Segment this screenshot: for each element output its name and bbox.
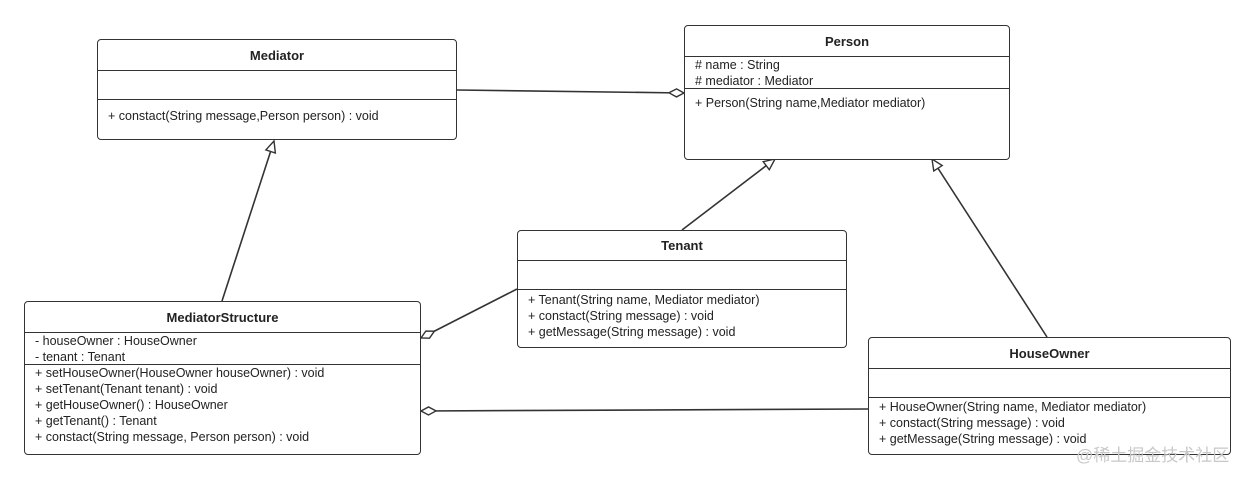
class-mediator[interactable]: Mediator + constact(String message,Perso… <box>97 39 457 140</box>
operation: + constact(String message, Person person… <box>35 430 310 444</box>
operation: + HouseOwner(String name, Mediator media… <box>879 400 1147 414</box>
operations-section: + HouseOwner(String name, Mediator media… <box>869 398 1230 447</box>
attributes-section <box>518 261 846 290</box>
aggregation-tenant-mediatorstructure <box>421 288 518 338</box>
operations-section: + Person(String name,Mediator mediator) <box>685 89 1009 111</box>
attribute: - houseOwner : HouseOwner <box>35 334 197 348</box>
operations-section: + Tenant(String name, Mediator mediator)… <box>518 290 846 340</box>
attributes-section: - houseOwner : HouseOwner - tenant : Ten… <box>25 333 420 365</box>
class-name: Person <box>685 26 1009 57</box>
operation: + constact(String message) : void <box>528 309 714 323</box>
attributes-section <box>98 71 456 100</box>
operation: + setHouseOwner(HouseOwner houseOwner) :… <box>35 366 325 380</box>
generalization-tenant-person <box>681 159 775 231</box>
operation: + constact(String message) : void <box>879 416 1065 430</box>
operation: + getHouseOwner() : HouseOwner <box>35 398 228 412</box>
attribute: - tenant : Tenant <box>35 350 126 364</box>
operation: + Person(String name,Mediator mediator) <box>695 96 926 110</box>
class-house-owner[interactable]: HouseOwner + HouseOwner(String name, Med… <box>868 337 1231 455</box>
class-mediator-structure[interactable]: MediatorStructure - houseOwner : HouseOw… <box>24 301 421 455</box>
operations-section: + setHouseOwner(HouseOwner houseOwner) :… <box>25 365 420 445</box>
operation: + Tenant(String name, Mediator mediator) <box>528 293 760 307</box>
operations-section: + constact(String message,Person person)… <box>98 100 456 124</box>
watermark: @稀土掘金技术社区 <box>1076 446 1230 465</box>
aggregation-mediator-person <box>456 90 684 93</box>
operation: + constact(String message,Person person)… <box>108 109 379 123</box>
operation: + getMessage(String message) : void <box>879 432 1087 446</box>
attributes-section: # name : String # mediator : Mediator <box>685 57 1009 89</box>
operation: + setTenant(Tenant tenant) : void <box>35 382 218 396</box>
attribute: # name : String <box>695 58 780 72</box>
class-person[interactable]: Person # name : String # mediator : Medi… <box>684 25 1010 160</box>
class-name: MediatorStructure <box>25 302 420 333</box>
operation: + getTenant() : Tenant <box>35 414 157 428</box>
attribute: # mediator : Mediator <box>695 74 814 88</box>
operation: + getMessage(String message) : void <box>528 325 736 339</box>
class-tenant[interactable]: Tenant + Tenant(String name, Mediator me… <box>517 230 847 348</box>
aggregation-houseowner-mediatorstructure <box>421 409 869 411</box>
attributes-section <box>869 369 1230 398</box>
class-name: HouseOwner <box>869 338 1230 369</box>
class-name: Mediator <box>98 40 456 71</box>
generalization-mediatorstructure-mediator <box>221 141 274 302</box>
generalization-houseowner-person <box>932 159 1048 338</box>
class-name: Tenant <box>518 231 846 261</box>
